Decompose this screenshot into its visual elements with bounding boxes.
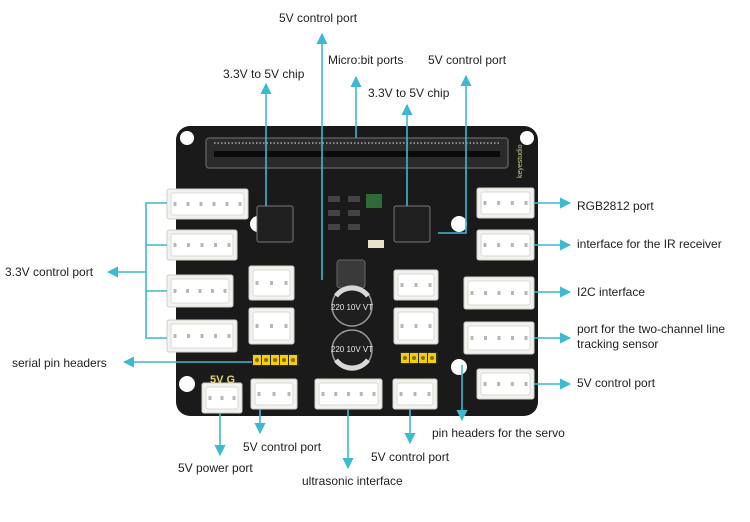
mount-hole-top-left	[180, 131, 194, 145]
port-5v-left-lower	[248, 307, 295, 345]
label-rgb-port: RGB2812 port	[577, 199, 654, 213]
label-microbit-ports: Micro:bit ports	[328, 53, 404, 67]
label-5v-power-port: 5V power port	[178, 461, 253, 475]
level-shifter-chip-left	[256, 205, 294, 243]
port-line-tracking	[463, 321, 535, 355]
small-smd-parts	[328, 196, 384, 248]
port-33v-1	[166, 188, 249, 220]
port-33v-2	[166, 229, 238, 261]
port-5v-right-lower	[393, 307, 439, 345]
smd-green-part	[366, 194, 382, 208]
port-5v-right	[476, 368, 535, 400]
label-serial-pin-headers: serial pin headers	[12, 356, 107, 370]
port-5v-power	[201, 382, 243, 414]
label-top-5v-control-port: 5V control port	[279, 11, 358, 25]
inductor	[336, 259, 366, 289]
port-5v-left-upper	[248, 265, 295, 301]
port-33v-4	[166, 319, 238, 353]
connectors-group	[166, 187, 535, 414]
capacitor-top-marking: 220 10V VT	[331, 303, 373, 312]
callout-right-top-5v	[438, 74, 472, 234]
callout-lines	[106, 32, 572, 470]
capacitor-bottom: 220 10V VT	[331, 329, 373, 371]
label-ultrasonic: ultrasonic interface	[302, 474, 403, 488]
servo-pin-headers	[400, 352, 438, 364]
label-right-5v-control-port: 5V control port	[577, 376, 656, 390]
port-5v-bottom-left	[250, 378, 298, 410]
mount-hole-top-right	[520, 131, 534, 145]
brand-text-value: keyestudio	[517, 144, 524, 178]
capacitor-top: 220 10V VT	[331, 285, 373, 327]
microbit-slot	[214, 151, 500, 157]
label-right-top-5v-control-port: 5V control port	[428, 53, 507, 67]
brand-text: keyestudio	[517, 144, 524, 178]
label-chip-right: 3.3V to 5V chip	[368, 86, 450, 100]
port-rgb	[476, 187, 535, 219]
label-bottom-5v-control-right: 5V control port	[371, 450, 450, 464]
label-ir-receiver: interface for the IR receiver	[577, 237, 722, 251]
capacitor-bottom-marking: 220 10V VT	[331, 345, 373, 354]
mount-hole-bottom-right	[451, 359, 467, 375]
port-5v-right-upper	[393, 269, 439, 301]
power-mark: 5V G	[210, 374, 235, 386]
label-pin-headers-servo: pin headers for the servo	[432, 426, 565, 440]
port-5v-bottom-right	[392, 378, 438, 410]
label-33v-control-port: 3.3V control port	[5, 265, 94, 279]
label-bottom-5v-control-left: 5V control port	[243, 440, 322, 454]
level-shifter-chip-right	[393, 205, 431, 243]
label-i2c: I2C interface	[577, 285, 646, 299]
serial-pin-headers	[252, 354, 299, 366]
mount-hole-mid-right	[451, 216, 467, 232]
label-line-tracking: port for the two-channel line tracking s…	[577, 322, 726, 351]
port-ir	[476, 229, 535, 261]
mount-hole-bottom-left	[179, 376, 195, 392]
port-ultrasonic	[314, 378, 383, 410]
callout-33v-bracket	[145, 202, 167, 339]
port-33v-3	[166, 274, 234, 308]
port-i2c	[463, 276, 535, 310]
label-chip-left: 3.3V to 5V chip	[223, 67, 305, 81]
